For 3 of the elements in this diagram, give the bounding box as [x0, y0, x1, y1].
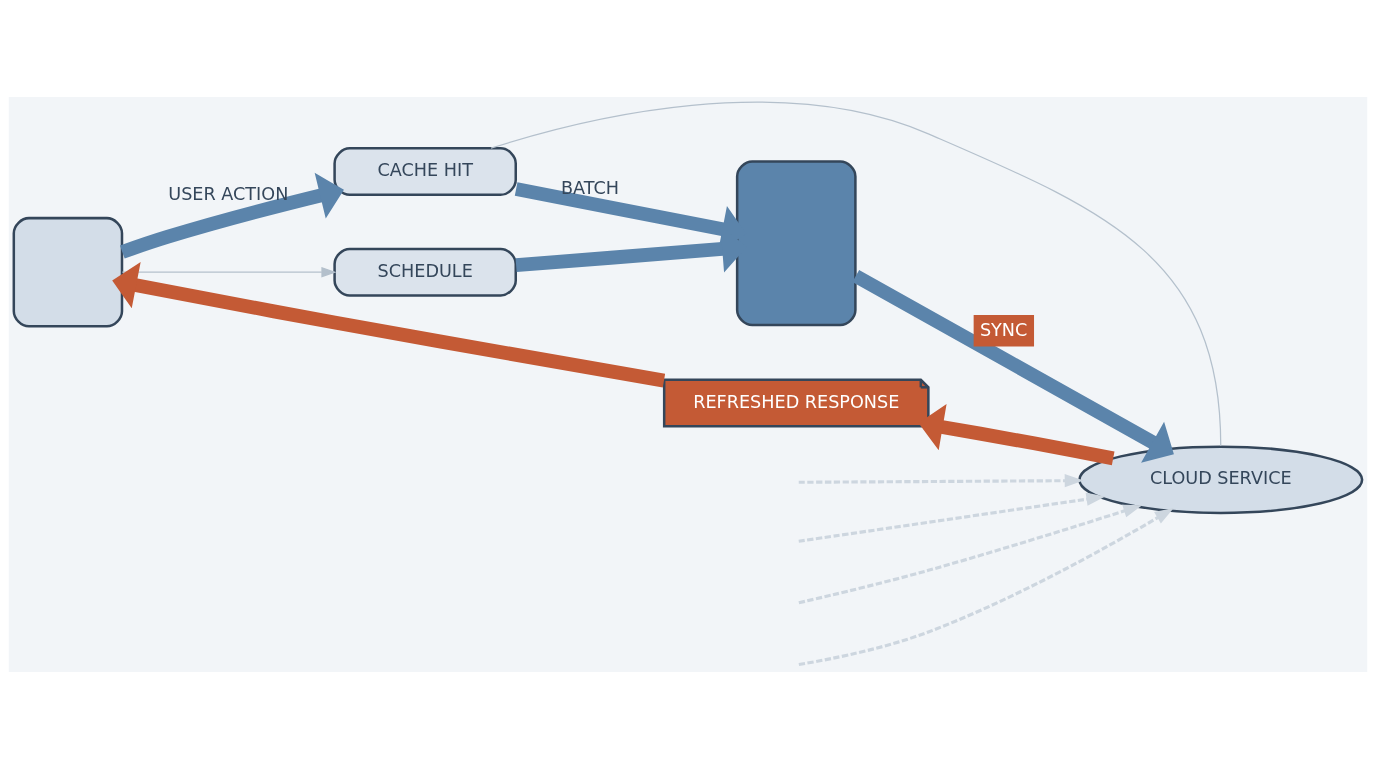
edge-label: SYNC [979, 319, 1028, 340]
edge-label: BATCH [560, 177, 619, 198]
edge-label: USER ACTION [168, 183, 289, 203]
